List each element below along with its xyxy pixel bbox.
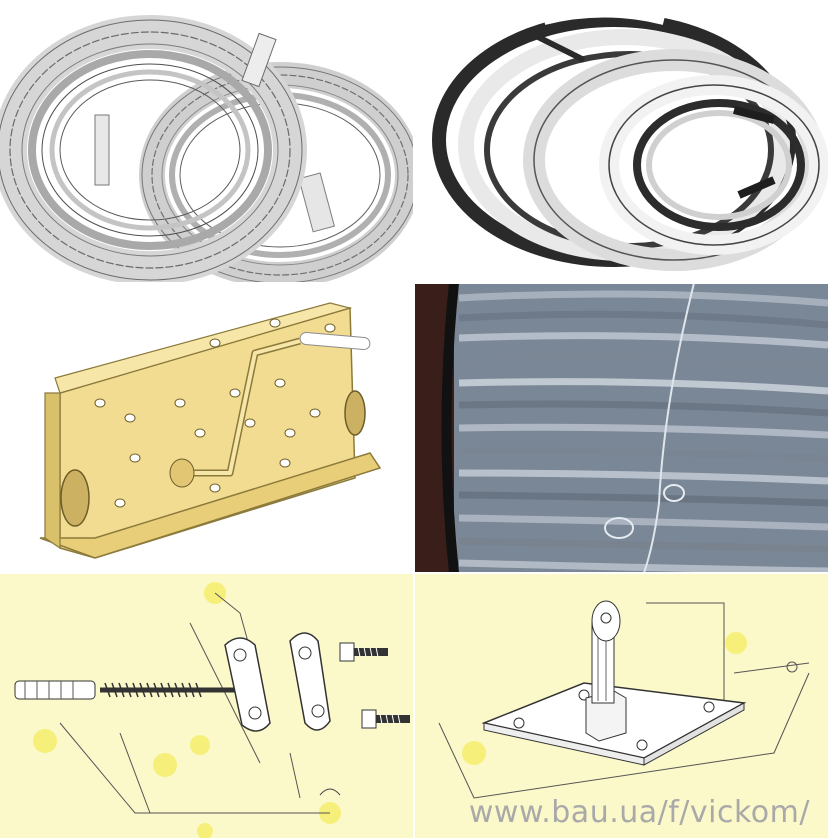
wall-plug: [14, 680, 96, 700]
panel-divider-top: [0, 282, 828, 284]
wire-rod-image: [414, 283, 828, 573]
base-plate-image: [438, 600, 810, 799]
anchor-clamp-image: [14, 582, 410, 838]
bolts: [339, 642, 410, 729]
panel-divider-vertical: [413, 0, 415, 838]
cable-tensioner-drawing: [0, 283, 414, 573]
cable-tensioner-image: [39, 302, 382, 559]
post-holder: [585, 600, 627, 742]
base-plate-drawing: [414, 573, 828, 838]
threaded-rod: [100, 682, 240, 698]
steel-strip-image: [432, 7, 828, 271]
watermark-text: www.bau.ua/f/vickom/: [468, 795, 810, 830]
left-wire-coil: [0, 15, 307, 283]
panel-divider-bottom: [0, 572, 828, 574]
wire-coils-image: [0, 15, 414, 283]
wire-coils-photo: [0, 0, 414, 283]
clamp-plates: [224, 632, 331, 732]
wire-rod-photo: [414, 283, 828, 573]
steel-strip-photo: [414, 0, 828, 283]
anchor-clamp-drawing: [0, 573, 414, 838]
